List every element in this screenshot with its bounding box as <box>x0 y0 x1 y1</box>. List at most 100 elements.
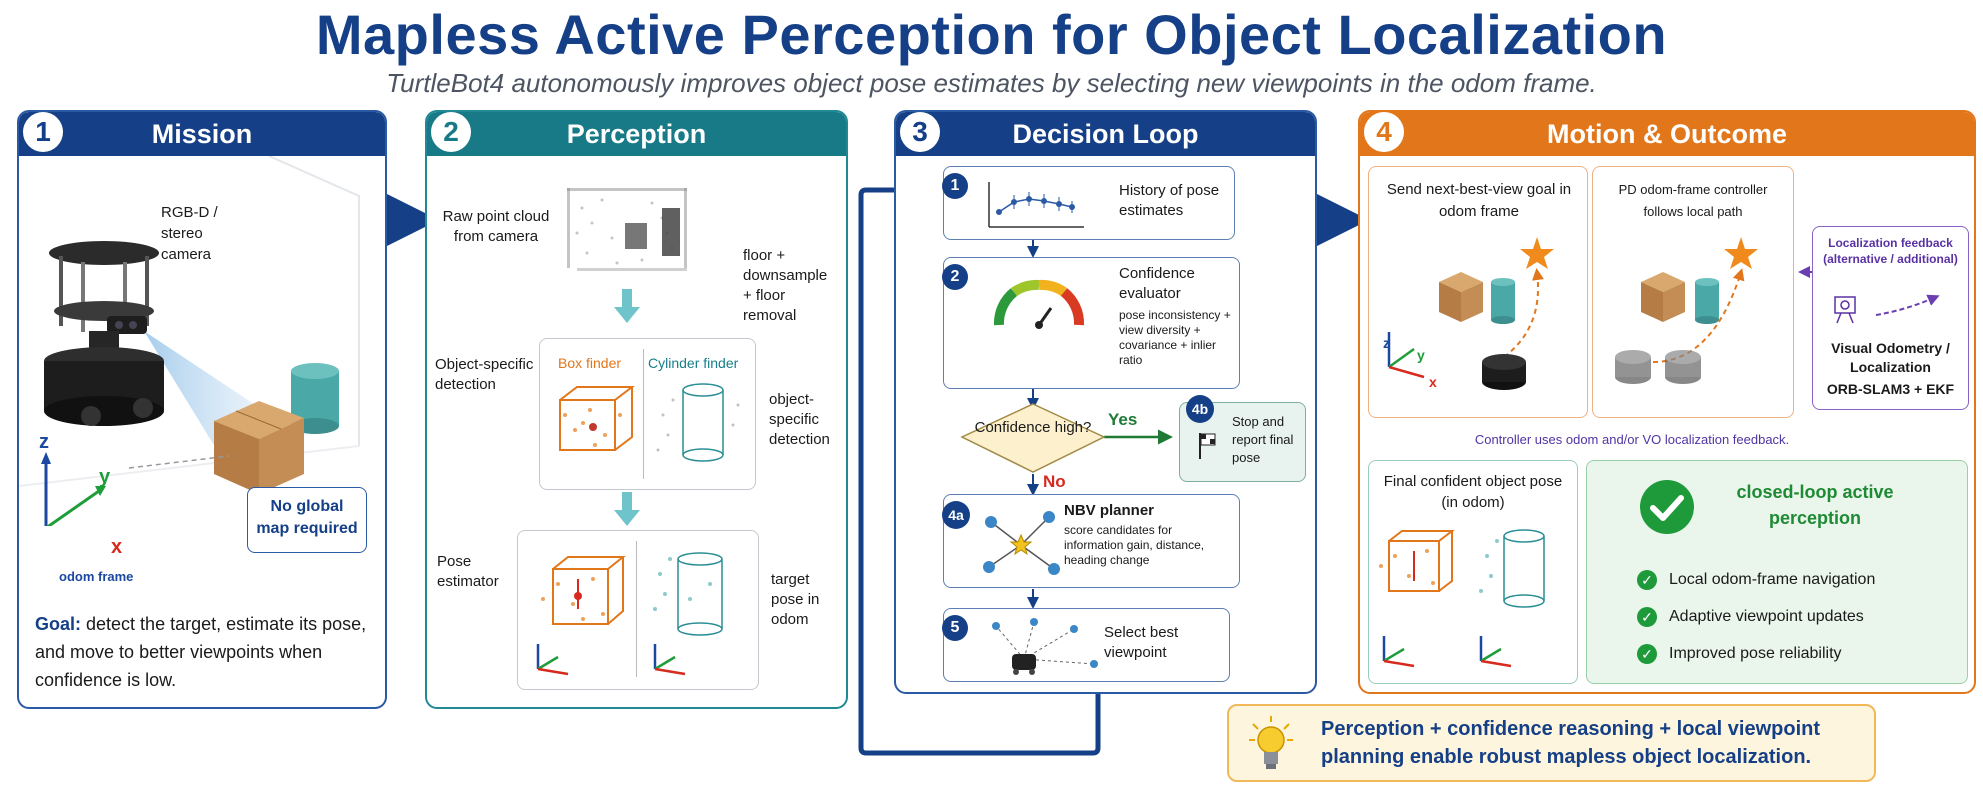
outcome-checklist: ✓ Local odom-frame navigation ✓ Adaptive… <box>1637 561 1957 672</box>
decision-number: 3 <box>900 112 940 152</box>
confidence-evaluator-box: 2 Confidence evaluator pose inconsistenc… <box>942 257 1240 389</box>
closed-loop-label: closed-loop active perception <box>1736 482 1894 528</box>
history-box: 1 History of pose estimates <box>942 166 1235 240</box>
select-viewpoint-label: Select best viewpoint <box>1104 624 1179 661</box>
send-goal-axis-y: y <box>1417 347 1425 363</box>
motion-number: 4 <box>1364 112 1404 152</box>
target-pose-label: target pose in odom <box>771 571 820 628</box>
mission-scene <box>19 156 360 526</box>
send-goal-axis-x: x <box>1429 374 1437 390</box>
decision-header: 3 Decision Loop <box>896 112 1315 156</box>
pose-estimator-label: Pose estimator <box>437 553 499 590</box>
visual-odometry-box: Localization feedback (alternative / add… <box>1812 226 1969 410</box>
pose-box <box>517 530 759 690</box>
raw-cloud-label: Raw point cloud from camera <box>442 208 550 245</box>
closed-loop-box: closed-loop active perception ✓ Local od… <box>1586 460 1968 684</box>
final-pose-label: Final confident object pose (in odom) <box>1383 473 1563 511</box>
flag-icon <box>1199 433 1216 459</box>
check-icon: ✓ <box>1637 569 1657 590</box>
localization-feedback-label: Localization feedback (alternative / add… <box>1823 236 1958 266</box>
decision-title: Decision Loop <box>1012 119 1199 149</box>
cylinder-pose-cloud <box>653 552 723 676</box>
perception-title: Perception <box>566 119 707 149</box>
decision-connectors <box>960 239 1173 609</box>
checklist-item: ✓ Local odom-frame navigation <box>1637 561 1957 598</box>
goal-text: Goal: detect the target, estimate its po… <box>35 610 370 694</box>
perception-header: 2 Perception <box>427 112 846 156</box>
goal-label: Goal: <box>35 614 82 634</box>
mission-number: 1 <box>23 112 63 152</box>
vo-method-label: ORB-SLAM3 + EKF <box>1826 381 1955 397</box>
detection-box: Box finder Cylinder finder <box>539 338 756 490</box>
decision-panel: 3 Decision Loop 1 History of pose estima… <box>894 110 1317 694</box>
final-pose-clouds <box>1379 529 1545 668</box>
checklist-item: ✓ Improved pose reliability <box>1637 635 1957 672</box>
step-2-badge: 2 <box>942 264 968 290</box>
mission-title: Mission <box>151 119 253 149</box>
raw-point-cloud <box>567 188 687 271</box>
cylinder-finder-label: Cylinder finder <box>648 355 739 371</box>
no-label: No <box>1043 472 1066 491</box>
pd-controller-scene <box>1615 237 1758 384</box>
box-finder-label: Box finder <box>558 355 622 371</box>
history-chart-icon <box>988 182 1084 228</box>
nbv-planner-detail: score candidates for information gain, d… <box>1064 523 1205 567</box>
stop-report-box: 4b Stop and report final pose <box>1179 395 1306 482</box>
select-viewpoint-box: 5 Select best viewpoint <box>942 608 1230 682</box>
stop-report-label: Stop and report final pose <box>1232 414 1294 465</box>
lightbulb-icon <box>1249 716 1293 769</box>
step-1-badge: 1 <box>942 173 968 199</box>
nbv-planner-title: NBV planner <box>1064 502 1155 519</box>
send-goal-box: Send next-best-view goal in odom frame z… <box>1368 166 1588 418</box>
cylinder-detection-cloud <box>656 383 740 462</box>
odom-frame-label: odom frame <box>59 569 134 584</box>
axis-y-label: y <box>99 466 111 488</box>
perception-panel: 2 Perception Raw point cloud from camera… <box>425 110 848 709</box>
mission-header: 1 Mission <box>19 112 385 156</box>
confidence-evaluator-detail: pose inconsistency + view diversity + co… <box>1119 308 1231 367</box>
detection-label: Object-specific detection <box>435 356 534 393</box>
loop-back-arrow <box>858 175 1101 756</box>
page-subtitle: TurtleBot4 autonomously improves object … <box>386 68 1597 98</box>
confidence-diamond <box>960 403 1106 473</box>
floor-removal-note: floor + downsample + floor removal <box>743 247 828 324</box>
robot-viewpoints-icon <box>992 618 1098 675</box>
no-map-badge: No global map required <box>247 487 367 553</box>
step-4b-badge: 4b <box>1186 395 1214 423</box>
odom-axes <box>41 452 106 526</box>
check-icon: ✓ <box>1637 606 1657 627</box>
nbv-planner-box: 4a NBV planner score candidates for info… <box>942 494 1240 588</box>
step-5-badge: 5 <box>942 615 968 641</box>
step-4a-badge: 4a <box>942 501 970 529</box>
detection-note: object-specific detection <box>769 391 830 448</box>
check-icon: ✓ <box>1637 643 1657 664</box>
summary-callout: Perception + confidence reasoning + loca… <box>1227 704 1876 782</box>
summary-text: Perception + confidence reasoning + loca… <box>1321 718 1821 768</box>
axis-z-label: z <box>39 431 49 453</box>
send-goal-scene <box>1387 237 1554 390</box>
no-map-text: No global map required <box>256 498 358 537</box>
history-label: History of pose estimates <box>1119 182 1220 219</box>
perception-number: 2 <box>431 112 471 152</box>
nbv-graph-icon <box>983 511 1060 575</box>
checklist-text: Local odom-frame navigation <box>1669 570 1876 588</box>
vo-label: Visual Odometry / Localization <box>1831 340 1950 375</box>
checklist-item: ✓ Adaptive viewpoint updates <box>1637 598 1957 635</box>
turtlebot-robot <box>44 241 164 426</box>
mission-panel: 1 Mission <box>17 110 387 709</box>
goal-description: detect the target, estimate its pose, an… <box>35 614 367 690</box>
checklist-text: Adaptive viewpoint updates <box>1669 607 1864 625</box>
controller-note: Controller uses odom and/or VO localizat… <box>1474 432 1790 447</box>
vo-trajectory-icon <box>1834 294 1940 324</box>
page-title: Mapless Active Perception for Object Loc… <box>315 3 1668 66</box>
camera-label: RGB-D / stereo camera <box>161 204 218 263</box>
confidence-evaluator-title: Confidence evaluator <box>1119 265 1195 302</box>
box-detection-cloud <box>559 386 635 451</box>
confidence-question: Confidence high? <box>974 419 1092 436</box>
box-pose-cloud <box>536 556 626 676</box>
axis-x-label: x <box>111 536 123 558</box>
down-arrow-1 <box>614 289 640 323</box>
yes-label: Yes <box>1108 410 1138 429</box>
motion-header: 4 Motion & Outcome <box>1360 112 1974 156</box>
